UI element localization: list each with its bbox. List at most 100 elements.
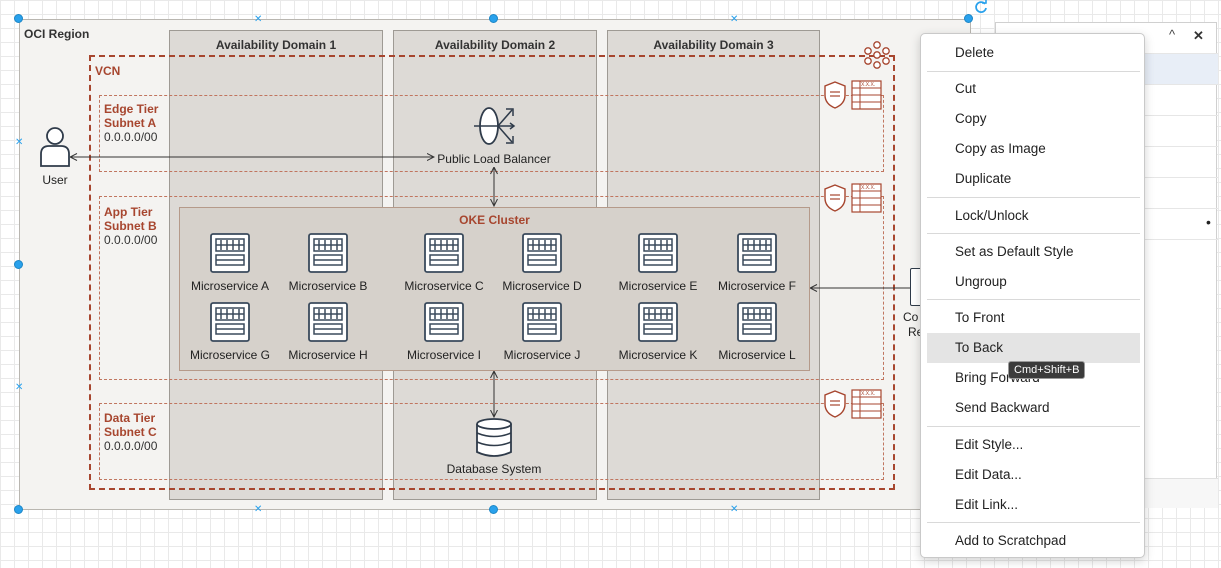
server-icon	[737, 302, 777, 342]
resize-handle-bottom-center[interactable]	[489, 505, 498, 514]
shield-list-icon	[824, 80, 882, 110]
database-node[interactable]: Database System	[435, 418, 553, 476]
availability-domain-2-title: Availability Domain 2	[434, 38, 556, 52]
oke-cluster-container[interactable]	[179, 207, 810, 371]
microservice-l[interactable]: Microservice L	[707, 302, 807, 362]
rotate-handle-icon[interactable]	[974, 0, 988, 14]
microservice-label: Microservice F	[717, 279, 796, 293]
menu-item-duplicate[interactable]: Duplicate	[955, 171, 1012, 186]
microservice-d[interactable]: Microservice D	[492, 233, 592, 293]
resize-handle-middle-left[interactable]	[14, 260, 23, 269]
microservice-e[interactable]: Microservice E	[608, 233, 708, 293]
menu-item-copy-as-image[interactable]: Copy as Image	[955, 141, 1046, 156]
microservice-a[interactable]: Microservice A	[180, 233, 280, 293]
microservice-label: Microservice G	[189, 348, 270, 362]
app-tier-label: App Tier Subnet B 0.0.0.0/00	[104, 205, 157, 247]
shield-list-icon	[824, 183, 882, 213]
menu-separator	[927, 299, 1140, 300]
menu-separator	[927, 71, 1140, 72]
data-tier-subnet-name: Subnet C	[104, 425, 157, 439]
vcn-label: VCN	[95, 64, 121, 78]
menu-item-edit-link[interactable]: Edit Link...	[955, 497, 1019, 512]
server-icon	[638, 233, 678, 273]
collapse-icon[interactable]: ^	[1169, 27, 1176, 42]
server-icon	[737, 233, 777, 273]
menu-item-edit-data[interactable]: Edit Data...	[955, 467, 1022, 482]
microservice-f[interactable]: Microservice F	[707, 233, 807, 293]
vcn-container[interactable]	[89, 55, 895, 490]
connection-point-icon: ✕	[15, 137, 24, 148]
security-list-text: X.X.X.	[861, 391, 876, 397]
connection-point-icon: ✕	[730, 14, 739, 25]
shortcut-tooltip: Cmd+Shift+B	[1008, 361, 1086, 379]
menu-item-to-front[interactable]: To Front	[955, 310, 1005, 325]
menu-separator	[927, 233, 1140, 234]
server-icon	[424, 233, 464, 273]
data-tier-label: Data Tier Subnet C 0.0.0.0/00	[104, 411, 157, 453]
edge-tier-label: Edge Tier Subnet A 0.0.0.0/00	[104, 102, 158, 144]
menu-item-send-backward[interactable]: Send Backward	[955, 400, 1050, 415]
menu-item-to-back[interactable]: To Back	[927, 333, 1140, 363]
app-tier-subnet-name: Subnet B	[104, 219, 157, 233]
server-icon	[638, 302, 678, 342]
connection-point-icon: ✕	[15, 382, 24, 393]
menu-item-ungroup[interactable]: Ungroup	[955, 274, 1007, 289]
resize-handle-top-left[interactable]	[14, 14, 23, 23]
region-title: OCI Region	[24, 27, 90, 41]
connection-point-icon: ✕	[730, 504, 739, 515]
menu-separator	[927, 197, 1140, 198]
menu-item-add-to-scratchpad[interactable]: Add to Scratchpad	[955, 533, 1067, 548]
microservice-label: Microservice A	[190, 279, 270, 293]
resize-handle-top-right[interactable]	[964, 14, 973, 23]
server-icon	[424, 302, 464, 342]
menu-separator	[927, 426, 1140, 427]
menu-item-delete[interactable]: Delete	[955, 45, 995, 60]
server-icon	[210, 233, 250, 273]
data-tier-name: Data Tier	[104, 411, 156, 425]
menu-separator	[927, 522, 1140, 523]
menu-item-edit-style[interactable]: Edit Style...	[955, 437, 1024, 452]
server-icon	[308, 233, 348, 273]
microservice-label: Microservice E	[618, 279, 698, 293]
load-balancer-node[interactable]: Public Load Balancer	[430, 104, 558, 166]
resize-handle-bottom-left[interactable]	[14, 505, 23, 514]
resize-handle-top-center[interactable]	[489, 14, 498, 23]
app-security-list[interactable]: X.X.X.	[823, 183, 883, 216]
close-icon[interactable]: ✕	[1193, 28, 1204, 43]
user-label: User	[42, 173, 68, 187]
microservice-h[interactable]: Microservice H	[278, 302, 378, 362]
load-balancer-label: Public Load Balancer	[437, 152, 551, 166]
microservice-k[interactable]: Microservice K	[608, 302, 708, 362]
database-label: Database System	[446, 462, 542, 476]
vcn-network-icon	[862, 41, 892, 72]
microservice-label: Microservice L	[718, 348, 796, 362]
menu-item-cut[interactable]: Cut	[955, 81, 977, 96]
edge-tier-subnet-name: Subnet A	[104, 116, 157, 130]
user-icon	[40, 127, 70, 167]
oke-cluster-title: OKE Cluster	[459, 213, 530, 227]
microservice-g[interactable]: Microservice G	[180, 302, 280, 362]
app-tier-name: App Tier	[104, 205, 153, 219]
microservice-label: Microservice I	[406, 348, 481, 362]
server-icon	[522, 302, 562, 342]
microservice-label: Microservice D	[502, 279, 582, 293]
server-icon	[522, 233, 562, 273]
user-node[interactable]: User	[35, 126, 75, 187]
microservice-c[interactable]: Microservice C	[394, 233, 494, 293]
menu-item-set-default-style[interactable]: Set as Default Style	[955, 244, 1074, 259]
availability-domain-3-title: Availability Domain 3	[653, 38, 774, 52]
microservice-b[interactable]: Microservice B	[278, 233, 378, 293]
microservice-j[interactable]: Microservice J	[492, 302, 592, 362]
menu-item-copy[interactable]: Copy	[955, 111, 987, 126]
microservice-label: Microservice J	[503, 348, 581, 362]
menu-item-lock-unlock[interactable]: Lock/Unlock	[955, 208, 1029, 223]
data-security-list[interactable]: X.X.X.	[823, 389, 883, 422]
security-list-text: X.X.X.	[861, 185, 876, 191]
availability-domain-1-title: Availability Domain 1	[215, 38, 337, 52]
connection-point-icon: ✕	[254, 504, 263, 515]
load-balancer-icon	[474, 107, 516, 145]
microservice-i[interactable]: Microservice I	[394, 302, 494, 362]
shield-list-icon	[824, 389, 882, 419]
edge-security-list[interactable]: X.X.X.	[823, 80, 883, 113]
